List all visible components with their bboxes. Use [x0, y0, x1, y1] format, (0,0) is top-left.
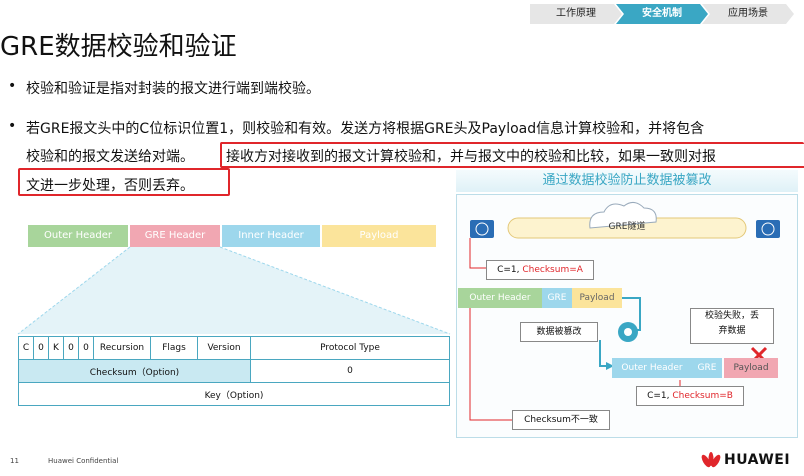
field-checksum: Checksum（Option) — [18, 359, 251, 383]
bullet-2-line1: 若GRE报文头中的C位标识位置1，则校验和有效。发送方将根据GRE头及Paylo… — [26, 121, 705, 137]
bullet-dot: • — [8, 118, 17, 134]
tamper-label: 数据被篡改 — [520, 322, 598, 342]
field-protocol-type: Protocol Type — [250, 336, 450, 360]
diagram-banner: 通过数据校验防止数据被篡改 — [456, 170, 798, 192]
field-key: Key（Option) — [18, 382, 450, 406]
bullet-2-line3: 文进一步处理，否则丢弃。 — [26, 178, 194, 194]
section-nav: 工作原理 安全机制 应用场景 — [530, 4, 794, 24]
tab-principle[interactable]: 工作原理 — [530, 4, 622, 24]
pkt2-gre: GRE — [692, 358, 722, 378]
bullet-2-line2a: 校验和的报文发送给对端。 — [26, 149, 194, 165]
verify-fail-label: 校验失败，丢弃数据 — [690, 308, 774, 344]
field-zero: 0 — [250, 359, 450, 383]
pkt1-payload: Payload — [572, 288, 622, 308]
page-title: GRE数据校验和验证 — [0, 32, 237, 62]
gre-fields-table: C 0 K 0 0 Recursion Flags Version Protoc… — [18, 336, 450, 406]
recv-checksum-label: C=1, Checksum=B — [636, 386, 744, 406]
brand-name: HUAWEI — [724, 452, 791, 468]
field-flags: Flags — [150, 336, 198, 360]
tunnel-label: GRE隧道 — [608, 222, 646, 232]
pkt1-gre: GRE — [542, 288, 572, 308]
page-number: 11 — [10, 457, 19, 465]
highlight-box-bottom — [18, 168, 230, 196]
pkt2-outer: Outer Header — [612, 358, 692, 378]
bullet-dot: • — [8, 78, 17, 94]
pkt2-payload: Payload — [724, 358, 778, 378]
highlight-connector — [230, 166, 804, 168]
field-version: Version — [197, 336, 251, 360]
payload-block: Payload — [322, 225, 436, 247]
huawei-logo-icon — [700, 452, 722, 468]
inner-header-block: Inner Header — [222, 225, 320, 247]
outer-header-block: Outer Header — [28, 225, 128, 247]
tab-scenario[interactable]: 应用场景 — [702, 4, 794, 24]
mismatch-label: Checksum不一致 — [512, 410, 610, 430]
tab-security[interactable]: 安全机制 — [616, 4, 708, 24]
pkt1-outer: Outer Header — [458, 288, 542, 308]
bullet-2-line2b: 接收方对接收到的报文计算校验和，并与报文中的校验和比较，如果一致则对报 — [226, 149, 716, 165]
confidential-label: Huawei Confidential — [48, 457, 119, 465]
field-recursion: Recursion — [93, 336, 151, 360]
gre-header-block: GRE Header — [130, 225, 220, 247]
bullet-1: 校验和验证是指对封装的报文进行端到端校验。 — [26, 81, 320, 97]
send-checksum-label: C=1, Checksum=A — [486, 260, 594, 280]
